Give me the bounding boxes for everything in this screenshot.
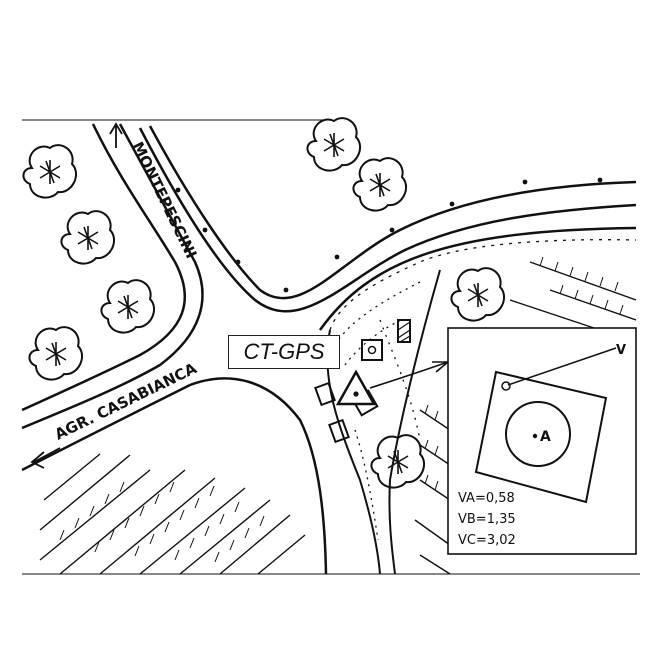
montepescini-road [21,123,204,430]
curved-road [138,125,637,331]
tree-icon [352,157,408,212]
casabianca-road [21,377,328,575]
small-box [314,381,336,407]
vineyard-rows-left [39,453,306,575]
inset-values: VA=0,58 VB=1,35 VC=3,02 [458,488,516,551]
hatched-box [397,319,411,343]
inset-vector-line [507,347,617,386]
inset-value-va: VA=0,58 [458,491,515,506]
small-box [328,418,350,444]
gps-station-triangle-icon [335,369,377,406]
hatch-lines [397,321,411,343]
inset-parcel-square [474,370,608,504]
station-label: CT-GPS [243,339,325,364]
inset-center-point-icon [532,433,538,439]
arrow-up-icon [109,122,123,148]
inset-leader-line [369,361,449,389]
arrow-left-icon [30,447,61,469]
vineyard-ticks-left [59,481,265,563]
gravel-shoulder [329,239,637,541]
gps-station-point-icon [353,391,359,397]
verge-boundary [326,329,381,575]
inset-vertex-label: V [616,343,626,358]
inset-target-icon [501,381,511,391]
inset-value-vc: VC=3,02 [458,533,516,548]
tree-icon [22,144,78,199]
tree-icon [100,279,156,334]
vineyard-ticks-right [424,256,624,491]
road-dots [175,177,603,293]
tree-icon [306,117,362,172]
marker-circle-icon [367,345,377,355]
tree-icon [60,210,116,265]
station-label-box: CT-GPS [228,335,340,369]
tree-icon [450,267,506,322]
inset-value-vb: VB=1,35 [458,512,516,527]
inset-point-label: A [540,429,551,445]
tree-icon [28,326,84,381]
inset-panel [447,327,637,555]
inset-circle [505,401,571,467]
field-boundary [388,269,441,575]
marker-square [361,339,383,361]
